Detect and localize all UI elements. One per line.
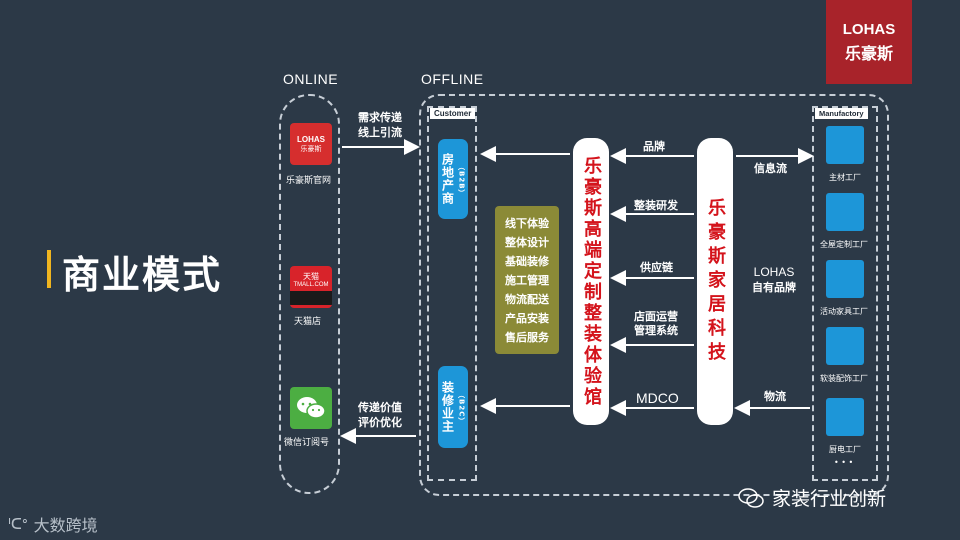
channel-label-website: 乐豪斯官网: [286, 176, 332, 186]
offline-header: OFFLINE: [421, 71, 484, 87]
tmall-logo-icon: 天猫 TMALL.COM: [290, 266, 332, 308]
wechat-bubbles-icon: [297, 397, 326, 419]
footer-left-text: 大数跨境: [33, 516, 98, 535]
tmall-face-shape: [290, 291, 332, 305]
wechat-logo-icon: [290, 387, 332, 429]
flow-label-value-2: 评价优化: [358, 416, 402, 429]
flow-label-logistics: 物流: [764, 390, 786, 403]
offline-container: [419, 94, 889, 496]
customer-tag: Customer: [430, 108, 476, 119]
manufactory-tag: Manufactory: [815, 108, 868, 119]
footer-right-text: 家装行业创新: [772, 488, 887, 510]
customer-b2b-pill: 房地产商 （B2B）: [438, 139, 468, 219]
home-tech-pill: 乐豪斯家居科技: [697, 138, 733, 425]
customer-b2b-label: 房地产商: [440, 153, 455, 205]
flow-label-brand: 品牌: [643, 140, 665, 153]
factory-icon: [826, 398, 864, 436]
factory-more: • • •: [834, 458, 854, 467]
brand-en: LOHAS: [842, 20, 896, 38]
flow-label-demand: 需求传递 线上引流: [358, 110, 402, 140]
channel-label-tmall: 天猫店: [294, 317, 322, 327]
tmall-logo-en: TMALL.COM: [293, 282, 329, 288]
tmall-logo-cn: 天猫: [303, 272, 319, 281]
page-title: 商业模式: [62, 253, 223, 297]
flow-label-store-ops: 店面运营: [634, 310, 678, 323]
customer-b2c-pill: 装修业主 （B2C）: [438, 366, 468, 448]
flow-label-supply: 供应链: [640, 261, 673, 274]
factory-icon: [826, 327, 864, 365]
customer-container: [427, 106, 477, 481]
factory-icon: [826, 193, 864, 231]
online-header: ONLINE: [283, 71, 339, 87]
factory-label: 主材工厂: [829, 173, 861, 182]
flow-label-mgmt-system: 管理系统: [634, 324, 678, 337]
title-accent-bar: [47, 250, 51, 288]
online-container: [279, 94, 340, 494]
customer-b2b-sub: （B2B）: [457, 163, 466, 198]
customer-b2c-sub: （B2C）: [457, 391, 466, 426]
factory-label: 厨电工厂: [829, 445, 861, 454]
factory-icon: [826, 260, 864, 298]
flow-label-mdco: MDCO: [636, 390, 679, 406]
service-item: 售后服务: [505, 331, 549, 344]
factory-label: 软装配饰工厂: [820, 374, 868, 383]
flow-label-value: 传递价值 评价优化: [358, 400, 402, 430]
lohas-logo-icon: LOHAS 乐豪斯: [290, 123, 332, 165]
flow-label-info: 信息流: [754, 162, 787, 175]
lohas-logo-en: LOHAS: [297, 134, 325, 144]
service-item: 物流配送: [505, 293, 549, 306]
service-item: 施工管理: [505, 274, 549, 287]
flow-label-demand-2: 线上引流: [358, 126, 402, 139]
lohas-own-brand-en: LOHAS: [753, 265, 795, 279]
flow-label-rnd: 整装研发: [634, 199, 678, 212]
factory-label: 全屋定制工厂: [820, 240, 868, 249]
factory-icon: [826, 126, 864, 164]
lohas-own-brand-cn: 自有品牌: [752, 281, 796, 294]
home-tech-label: 乐豪斯家居科技: [705, 197, 726, 366]
service-item: 整体设计: [505, 236, 549, 249]
customer-b2c-label: 装修业主: [440, 381, 455, 433]
lohas-logo-cn: 乐豪斯: [300, 144, 322, 153]
flow-label-value-1: 传递价值: [358, 401, 402, 414]
experience-center-pill: 乐豪斯高端定制整装体验馆: [573, 138, 609, 425]
flow-label-demand-1: 需求传递: [358, 111, 402, 124]
lohas-own-brand: LOHAS 自有品牌: [752, 264, 796, 296]
brand-logo: LOHAS 乐豪斯: [826, 0, 912, 84]
experience-center-label: 乐豪斯高端定制整装体验馆: [581, 155, 602, 408]
manufactory-container: [812, 106, 878, 481]
channel-label-wechat: 微信订阅号: [284, 438, 330, 448]
services-box: 线下体验 整体设计 基础装修 施工管理 物流配送 产品安装 售后服务: [495, 206, 559, 354]
footer-watermark-left: ᑊᑕᐤ 大数跨境: [8, 512, 98, 536]
watermark-logo-icon: ᑊᑕᐤ: [8, 516, 28, 533]
service-item: 线下体验: [505, 217, 549, 230]
wechat-watermark-icon: [738, 487, 764, 508]
service-item: 基础装修: [505, 255, 549, 268]
footer-watermark-right: 家装行业创新: [738, 484, 886, 511]
factory-label: 活动家具工厂: [820, 307, 868, 316]
brand-cn: 乐豪斯: [844, 43, 893, 63]
service-item: 产品安装: [505, 312, 549, 325]
